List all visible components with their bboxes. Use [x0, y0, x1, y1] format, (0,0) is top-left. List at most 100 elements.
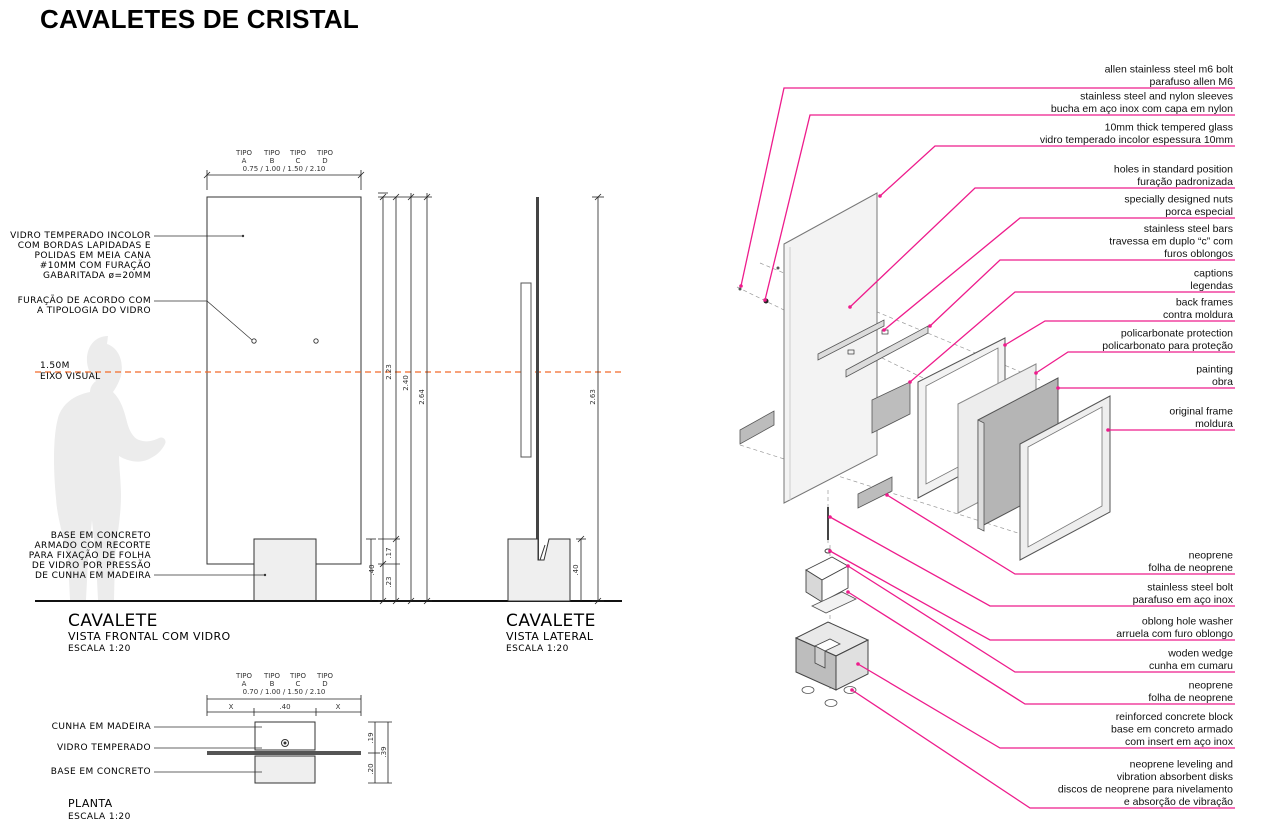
legend-text: vibration absorbent disks: [1117, 771, 1233, 783]
axo-steel-bar: [817, 319, 885, 361]
tipo-label: TIPO: [263, 672, 281, 680]
concrete-base-side: [507, 538, 571, 602]
dim-base-height: .40: [368, 564, 376, 575]
plan-dim-v: .39: [380, 746, 388, 757]
tipo-letter: B: [270, 157, 275, 165]
legend-text: stainless steel bolt: [1147, 582, 1233, 594]
plan-caption: PLANTA: [68, 797, 113, 810]
axo-original-frame: [1019, 395, 1111, 561]
dim-base-gap: .23: [385, 576, 393, 587]
legend-text: stainless steel and nylon sleeves: [1080, 91, 1233, 103]
legend-text: com insert em aço inox: [1125, 736, 1234, 748]
annotation-line: PARA FIXAÇÃO DE FOLHA: [29, 550, 152, 561]
legend-text: allen stainless steel m6 bolt: [1105, 64, 1233, 76]
legend-text: vidro temperado incolor espessura 10mm: [1040, 134, 1233, 146]
legend-text: stainless steel bars: [1144, 223, 1233, 235]
annotation-line: ARMADO COM RECORTE: [35, 541, 152, 551]
eye-level-value: 1.50M: [40, 361, 70, 371]
annotation-line: DE CUNHA EM MADEIRA: [35, 571, 151, 581]
plan-label-base: BASE EM CONCRETO: [51, 767, 151, 777]
annotation-line: #10MM COM FURAÇÃO: [40, 260, 151, 271]
plan-base: [254, 755, 316, 784]
tipo-letter: C: [296, 680, 301, 688]
legend-text: base em concreto armado: [1111, 724, 1233, 736]
side-caption: CAVALETE: [506, 611, 596, 631]
side-dim-base: .40: [572, 564, 580, 575]
legend-text: bucha em aço inox com capa em nylon: [1051, 103, 1233, 115]
plan-dim-v: .20: [367, 763, 375, 774]
side-height-dimensions: 2.63 .40: [572, 193, 604, 605]
plan-dim-x: X: [336, 703, 341, 711]
glass-annotation: VIDRO TEMPERADO INCOLOR COM BORDAS LAPID…: [10, 231, 245, 281]
side-view: 2.63 .40 CAVALETE VISTA LATERAL ESCALA 1…: [506, 193, 604, 654]
plan-width-dimension: TIPO A TIPO B TIPO C TIPO D 0.70 / 1.00 …: [206, 672, 362, 716]
legend-text: arruela com furo oblongo: [1116, 628, 1233, 640]
axo-steel-bar: [845, 325, 929, 378]
annotation-line: FURAÇÃO DE ACORDO COM: [18, 295, 151, 306]
plan-depth-dimension: .19 .39 .20: [367, 721, 392, 784]
axo-concrete-block: [794, 621, 870, 691]
tipo-letter: C: [296, 157, 301, 165]
plan-label-wedge: CUNHA EM MADEIRA: [52, 722, 152, 732]
legend-text: back frames: [1176, 297, 1233, 309]
plan-label-glass: VIDRO TEMPERADO: [57, 743, 151, 753]
glass-panel-side: [536, 197, 539, 566]
plan-dim-v: .19: [367, 732, 375, 743]
annotation-line: VIDRO TEMPERADO INCOLOR: [10, 231, 151, 241]
side-dim-height: 2.63: [589, 389, 597, 405]
tipo-label: TIPO: [235, 149, 253, 157]
plan-dim-base: .40: [279, 703, 290, 711]
tipo-letter: B: [270, 680, 275, 688]
legend-text: holes in standard position: [1114, 164, 1233, 176]
artwork-side: [520, 282, 532, 458]
human-silhouette: [54, 336, 166, 600]
legend-text: policarbonato para proteção: [1102, 340, 1233, 352]
front-width-dimension: TIPO A TIPO B TIPO C TIPO D 0.75 / 1.00 …: [203, 149, 365, 190]
legend-text: original frame: [1169, 406, 1233, 418]
annotation-line: POLIDAS EM MEIA CANA: [35, 251, 152, 261]
front-height-dimensions: 2.23 2.40 2.64 .17 .23 .40: [366, 192, 432, 605]
axo-neoprene-sheet: [857, 476, 893, 509]
legend-text: painting: [1196, 364, 1233, 376]
plan-dim-x: X: [229, 703, 234, 711]
concrete-base-front: [253, 538, 317, 602]
annotation-line: DE VIDRO POR PRESSÃO: [32, 560, 151, 571]
legend-text: specially designed nuts: [1124, 194, 1233, 206]
front-scale: ESCALA 1:20: [68, 644, 131, 654]
legend-text: e absorção de vibração: [1124, 796, 1233, 808]
legend-text: travessa em duplo “c” com: [1109, 236, 1233, 248]
legend-text: oblong hole washer: [1142, 616, 1234, 628]
legend-text: neoprene: [1189, 550, 1234, 562]
holes-annotation: FURAÇÃO DE ACORDO COM A TIPOLOGIA DO VID…: [18, 295, 253, 341]
tipo-letter: A: [242, 680, 247, 688]
plan-width-values: 0.70 / 1.00 / 1.50 / 2.10: [243, 688, 326, 696]
legend-text: parafuso em aço inox: [1133, 594, 1234, 606]
plan-view: TIPO A TIPO B TIPO C TIPO D 0.70 / 1.00 …: [51, 672, 392, 822]
axo-caption-plate: [871, 381, 911, 434]
exploded-axonometric: [736, 87, 1235, 809]
legend-text: captions: [1194, 268, 1233, 280]
side-scale: ESCALA 1:20: [506, 644, 569, 654]
dim-embed: .17: [385, 547, 393, 558]
legend-text: cunha em cumaru: [1149, 660, 1233, 672]
base-annotation: BASE EM CONCRETO ARMADO COM RECORTE PARA…: [29, 531, 267, 581]
legend-text: policarbonate protection: [1121, 328, 1233, 340]
tipo-label: TIPO: [316, 149, 334, 157]
legend-text: discos de neoprene para nivelamento: [1058, 784, 1233, 796]
leader-lines: [740, 87, 1235, 809]
annotation-line: BASE EM CONCRETO: [51, 531, 151, 541]
axo-leveling-disk: [843, 686, 857, 694]
